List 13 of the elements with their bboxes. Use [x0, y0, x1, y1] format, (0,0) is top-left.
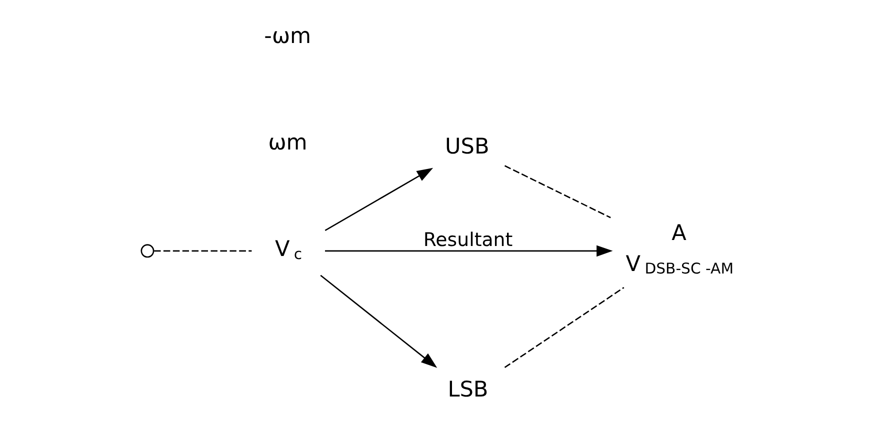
connector — [154, 250, 252, 252]
node-circle — [140, 244, 154, 258]
label: -ωm — [264, 24, 312, 49]
node-text: A — [672, 220, 686, 246]
connector — [504, 286, 624, 368]
connector — [504, 165, 611, 218]
edge-label: Resultant — [423, 228, 513, 251]
node-text: LSB — [448, 377, 488, 402]
arrow — [325, 245, 613, 257]
arrow — [320, 274, 438, 368]
arrow — [324, 168, 434, 231]
node-text: USB — [445, 134, 490, 160]
label: ωm — [268, 130, 308, 156]
